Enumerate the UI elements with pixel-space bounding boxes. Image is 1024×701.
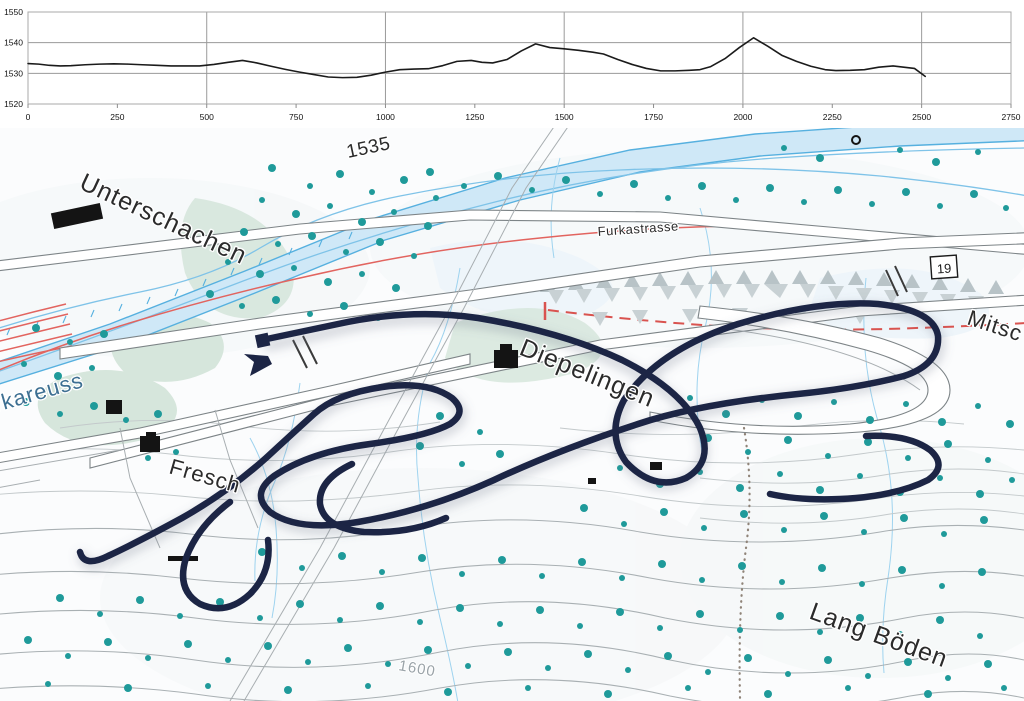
elevation-profile-chart: 1550 1540 1530 1520 0 250 500 750 1000 1250 1500 1… [0,0,1024,128]
label-furkastrasse: Furkastrasse [597,218,679,239]
chart-x-tick-label: 0 [26,112,31,122]
map-svg: 19 Unterschachen Diepelingen Fresch Mits… [0,128,1024,701]
chart-y-tick-label: 1540 [4,38,23,48]
chart-x-tick-label: 1750 [644,112,663,122]
chart-x-tick-label: 750 [289,112,303,122]
chart-gridlines [27,11,1012,105]
chart-x-tick-label: 2250 [823,112,842,122]
chart-x-tick-label: 1250 [465,112,484,122]
track-direction-arrow [244,354,272,376]
hiking-path-dotted [738,426,751,700]
topographic-map[interactable]: 19 Unterschachen Diepelingen Fresch Mits… [0,128,1024,701]
track-start-marker[interactable] [254,332,271,349]
chart-x-tick-label: 2000 [733,112,752,122]
road-number-text: 19 [936,261,951,277]
roads [0,128,1024,701]
elevation-profile-svg: 1550 1540 1530 1520 0 250 500 750 1000 1250 1500 1… [4,7,1021,122]
vegetation-dots [21,145,1015,698]
chart-y-axis-ticks: 1550 1540 1530 1520 [4,7,23,109]
chart-y-tick-label: 1550 [4,7,23,17]
chart-x-tick-label: 500 [200,112,214,122]
chart-y-tick-label: 1530 [4,68,23,78]
chart-x-tick-label: 250 [110,112,124,122]
road-number-badge[interactable]: 19 [929,254,959,280]
chart-y-tick-label: 1520 [4,99,23,109]
chart-x-tick-label: 2500 [912,112,931,122]
stream-upper [0,167,1024,329]
river-band [0,128,1024,385]
chart-x-axis-ticks: 0 250 500 750 1000 1250 1500 1750 2000 2250 2500 27… [26,104,1021,122]
chart-x-tick-label: 1500 [555,112,574,122]
chart-x-tick-label: 1000 [376,112,395,122]
elevation-line [27,36,927,79]
gps-track-line[interactable] [76,300,942,612]
chart-x-tick-label: 2750 [1002,112,1021,122]
